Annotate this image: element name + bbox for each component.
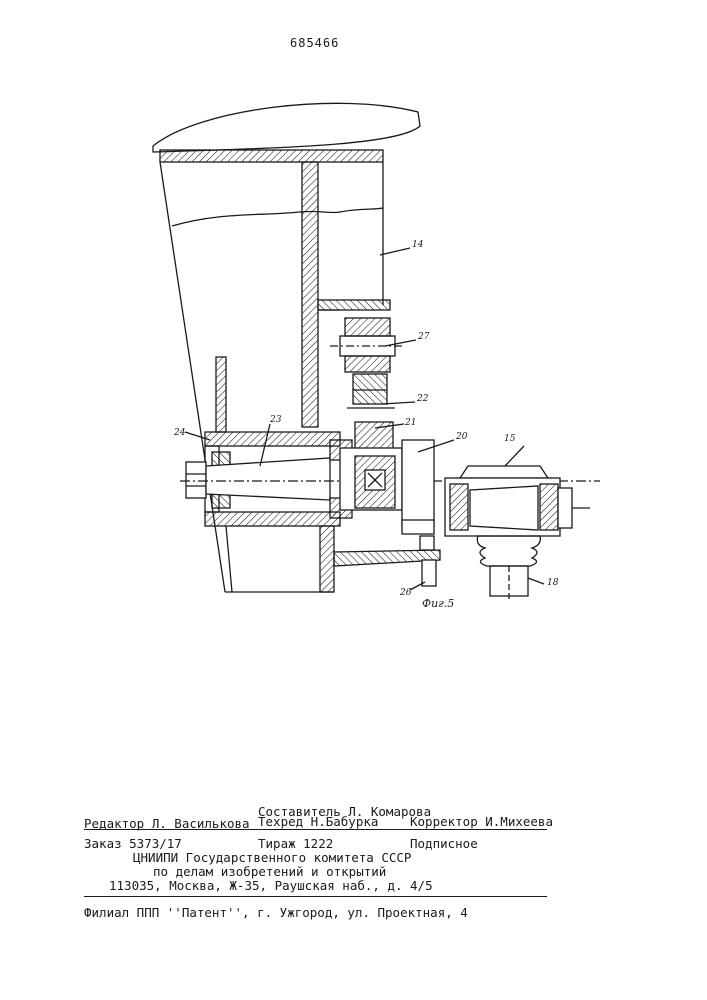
housing-left-wall xyxy=(160,162,225,592)
imprint-branch: Филиал ППП ''Патент'', г. Ужгород, ул. П… xyxy=(84,905,468,920)
lower-web xyxy=(320,526,334,592)
imprint-divider-top xyxy=(84,829,547,830)
hood-cap xyxy=(153,103,420,152)
callout-23: 23 xyxy=(270,415,281,425)
right-nut xyxy=(558,488,572,528)
coupling-20 xyxy=(402,440,434,526)
callout-20: 20 xyxy=(456,432,467,442)
imprint-org-line1: ЦНИИПИ Государственного комитета СССР xyxy=(133,850,411,865)
gear-22 xyxy=(353,374,387,404)
imprint-corrector: Корректор И.Михеева xyxy=(410,814,553,829)
imprint-divider-bottom xyxy=(84,896,547,897)
bearing-27-top xyxy=(345,318,390,336)
clamp-15 xyxy=(460,466,548,478)
callout-18: 18 xyxy=(547,578,558,588)
side-plate xyxy=(216,357,226,432)
imprint-org-line2: по делам изобретений и открытий xyxy=(153,864,386,879)
callout-21: 21 xyxy=(405,418,416,428)
bellows xyxy=(477,536,540,566)
tapered-shaft-23 xyxy=(206,458,330,500)
callout-26: 26 xyxy=(400,588,411,598)
top-flange xyxy=(160,150,383,162)
callout-24: 24 xyxy=(174,428,185,438)
bracket-plate xyxy=(318,300,390,310)
imprint-subscription: Подписное xyxy=(410,836,478,851)
break-line xyxy=(172,208,383,226)
callout-15: 15 xyxy=(504,434,515,444)
imprint-org-address: 113035, Москва, Ж-35, Раушская наб., д. … xyxy=(109,878,433,893)
callout-27: 27 xyxy=(418,332,429,342)
callout-22: 22 xyxy=(417,394,428,404)
imprint-techeditor: Техред Н.Бабурка xyxy=(258,814,378,829)
figure-caption: Фиг.5 xyxy=(422,597,454,610)
lower-housing-plate xyxy=(205,512,340,526)
left-nut xyxy=(186,462,206,498)
central-web xyxy=(302,162,318,427)
upper-housing-plate xyxy=(205,432,340,446)
imprint-circulation: Тираж 1222 xyxy=(258,836,333,851)
callout-14: 14 xyxy=(412,240,423,250)
imprint-order: Заказ 5373/17 xyxy=(84,836,182,851)
bearing-27-bottom xyxy=(345,356,390,372)
